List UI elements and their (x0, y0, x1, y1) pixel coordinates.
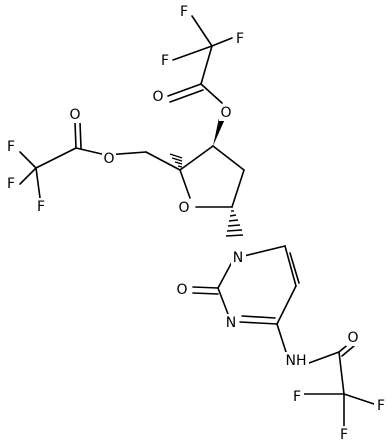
atom-label-O7: O (102, 150, 116, 167)
bond (241, 315, 276, 319)
svg-text:O: O (220, 105, 231, 121)
svg-text:F: F (340, 427, 348, 443)
bond (308, 351, 340, 364)
bond (74, 121, 77, 149)
bond (192, 292, 219, 295)
bond (239, 321, 278, 325)
svg-text:O: O (178, 200, 189, 216)
bond (338, 351, 345, 395)
bond (284, 245, 297, 287)
bond (79, 121, 82, 149)
wedge-bond (213, 118, 225, 146)
bond (179, 169, 191, 199)
bond (172, 45, 213, 61)
bond (19, 167, 37, 185)
bond (167, 83, 202, 97)
bond (191, 15, 213, 47)
svg-text:N: N (233, 250, 243, 266)
atom-label-O5: O (219, 104, 233, 121)
atom-label-N15: NH (283, 352, 309, 369)
svg-text:O: O (347, 330, 358, 346)
bond (212, 145, 245, 171)
bond (145, 151, 181, 171)
atom-label-O16: O (346, 329, 360, 346)
svg-text:F: F (377, 398, 385, 414)
atom-label-F1: F (177, 3, 191, 20)
svg-text:N: N (226, 315, 236, 331)
atom-label-F3: F (233, 30, 247, 47)
bond (341, 345, 355, 357)
svg-text:F: F (7, 176, 15, 192)
atom-label-N14: N (224, 314, 239, 331)
atom-label-F9: F (4, 175, 18, 192)
atom-label-F2: F (158, 52, 172, 69)
svg-text:O: O (176, 282, 187, 298)
bond (211, 37, 233, 47)
svg-text:O: O (69, 107, 80, 123)
bond (231, 169, 245, 208)
bond (276, 323, 287, 353)
svg-text:F: F (161, 53, 169, 69)
bond (35, 147, 77, 169)
bond (276, 285, 297, 325)
bond (343, 393, 375, 405)
svg-text:F: F (236, 31, 244, 47)
atom-label-F10: F (34, 198, 48, 215)
bond (35, 167, 41, 199)
bond (243, 245, 286, 257)
atom-label-O4: O (151, 88, 165, 105)
atom-label-O13: O (175, 281, 189, 298)
bond (169, 89, 204, 103)
bond (192, 286, 219, 289)
svg-text:F: F (37, 199, 45, 215)
atom-label-F19: F (337, 426, 351, 443)
bond (200, 83, 223, 104)
bond (179, 145, 214, 171)
atom-label-O6: O (68, 106, 82, 123)
svg-text:NH: NH (286, 353, 307, 369)
bond (289, 252, 300, 284)
bond (217, 261, 233, 289)
svg-text:O: O (152, 89, 163, 105)
bond (200, 45, 213, 85)
bond (19, 151, 37, 169)
hashed-bond (169, 153, 183, 168)
svg-text:F: F (293, 389, 301, 405)
atom-label-O11: O (177, 199, 191, 216)
atom-label-F18: F (290, 388, 304, 405)
atom-label-F8: F (4, 138, 18, 155)
bond (217, 287, 229, 315)
bond (75, 147, 107, 156)
hashed-bond (225, 210, 244, 237)
svg-text:F: F (7, 139, 15, 155)
svg-text:O: O (103, 151, 114, 167)
svg-text:F: F (180, 4, 188, 20)
atom-label-N12: N (231, 249, 246, 266)
atom-label-F17: F (374, 397, 388, 414)
